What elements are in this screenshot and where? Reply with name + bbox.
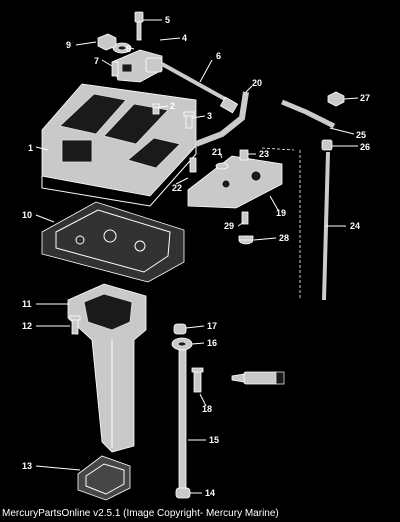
bracket-part-4[interactable] (111, 49, 163, 83)
callout-7[interactable]: 7 (94, 56, 99, 66)
callout-8[interactable]: 8 (126, 44, 131, 54)
screw-part-3[interactable] (183, 111, 195, 129)
callout-16[interactable]: 16 (207, 338, 217, 348)
callout-19[interactable]: 19 (276, 208, 286, 218)
screw-part-18[interactable] (191, 367, 204, 393)
callout-11[interactable]: 11 (22, 299, 32, 309)
callout-13[interactable]: 13 (22, 461, 32, 471)
callout-20[interactable]: 20 (252, 78, 262, 88)
callout-29[interactable]: 29 (224, 221, 234, 231)
callout-27[interactable]: 27 (360, 93, 370, 103)
callout-21[interactable]: 21 (212, 147, 222, 157)
exploded-parts-diagram: 5 2 3 4 6 7 8 9 1 10 11 12 13 14 15 16 1… (22, 11, 370, 501)
leader-lines (35, 19, 359, 494)
dowel-part-2[interactable] (152, 103, 160, 115)
callout-10[interactable]: 10 (22, 210, 32, 220)
screw-part-22[interactable] (189, 157, 197, 173)
callout-2[interactable]: 2 (170, 101, 175, 111)
footer-caption: MercuryPartsOnline v2.5.1 (Image Copyrig… (2, 508, 279, 519)
grommet-part-14[interactable] (175, 487, 191, 499)
callout-4[interactable]: 4 (182, 33, 187, 43)
callout-1[interactable]: 1 (28, 143, 33, 153)
screw-part-7[interactable] (111, 61, 119, 77)
water-tube-part-15[interactable] (178, 349, 187, 491)
driveshaft-housing-part-11[interactable] (67, 283, 147, 453)
callout-labels: 5 2 3 4 6 7 8 9 1 10 11 12 13 14 15 16 1… (22, 15, 370, 498)
bolt-part-5[interactable] (134, 11, 144, 41)
arm-part-25[interactable] (281, 99, 336, 129)
bracket-part-19[interactable] (187, 155, 283, 209)
pin-part-29[interactable] (241, 211, 249, 225)
cap-part-28[interactable] (238, 235, 254, 245)
grommet-part-17[interactable] (173, 323, 187, 335)
callout-5[interactable]: 5 (165, 15, 170, 25)
screw-part-12[interactable] (69, 315, 81, 335)
seal-part-16[interactable] (171, 337, 193, 351)
shaft-part-6[interactable] (161, 62, 239, 114)
callout-24[interactable]: 24 (350, 221, 360, 231)
callout-23[interactable]: 23 (259, 149, 269, 159)
callout-25[interactable]: 25 (356, 130, 366, 140)
callout-17[interactable]: 17 (207, 321, 217, 331)
seal-part-13[interactable] (77, 455, 131, 501)
callout-9[interactable]: 9 (66, 40, 71, 50)
callout-15[interactable]: 15 (209, 435, 219, 445)
washer-part-21[interactable] (215, 162, 229, 170)
callout-26[interactable]: 26 (360, 142, 370, 152)
callout-6[interactable]: 6 (216, 51, 221, 61)
nut-part-9[interactable] (97, 33, 117, 51)
callout-14[interactable]: 14 (205, 488, 215, 498)
sealant-tube-icon[interactable] (231, 371, 285, 385)
callout-28[interactable]: 28 (279, 233, 289, 243)
callout-22[interactable]: 22 (172, 183, 182, 193)
copyright-footer: MercuryPartsOnline v2.5.1 (Image Copyrig… (0, 505, 400, 522)
clip-part-26[interactable] (321, 139, 333, 151)
callout-12[interactable]: 12 (22, 321, 32, 331)
lever-part-20[interactable] (194, 91, 249, 147)
gasket-part-10[interactable] (41, 201, 185, 283)
nut-part-27[interactable] (327, 91, 345, 107)
callout-3[interactable]: 3 (207, 111, 212, 121)
callout-18[interactable]: 18 (202, 404, 212, 414)
bushing-part-23[interactable] (239, 149, 249, 161)
